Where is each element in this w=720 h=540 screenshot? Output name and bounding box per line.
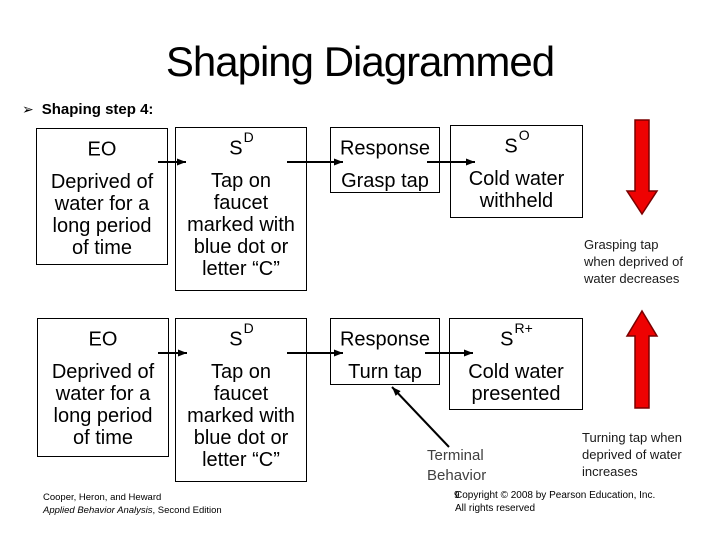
citation-book: Applied Behavior Analysis, Second Editio… (43, 504, 222, 516)
response-box-row1: Response Grasp tap (330, 127, 440, 193)
eo-box-row2: EO Deprived of water for a long period o… (37, 318, 169, 457)
box-body: Deprived of water for a long period of t… (50, 170, 154, 259)
box-header: SD (229, 320, 254, 351)
box-body: Tap on faucet marked with blue dot or le… (187, 360, 295, 471)
sd-box-row1: SD Tap on faucet marked with blue dot or… (175, 127, 307, 291)
box-header: Response (339, 137, 431, 160)
citation-authors: Cooper, Heron, and Heward (43, 492, 162, 503)
superscript: R+ (514, 320, 533, 336)
box-header: SD (229, 129, 254, 160)
superscript: O (518, 127, 530, 143)
page-title: Shaping Diagrammed (165, 38, 555, 85)
box-header: EO (88, 328, 118, 351)
box-body: Cold water presented (468, 360, 564, 405)
eo-box-row1: EO Deprived of water for a long period o… (36, 128, 168, 265)
sr-plus-box-row2: SR+ Cold water presented (449, 318, 583, 410)
box-body: Grasp tap (341, 169, 429, 192)
bullet-text: Shaping step 4: (41, 101, 154, 118)
box-body: Turn tap (348, 360, 422, 383)
footer-citation: Cooper, Heron, and Heward Applied Behavi… (43, 492, 222, 517)
superscript: D (243, 320, 254, 336)
box-header: SR+ (500, 320, 533, 351)
caption-turning-increases: Turning tap when deprived of water incre… (582, 430, 682, 479)
box-body: Deprived of water for a long period of t… (51, 360, 155, 449)
box-header: SO (504, 127, 530, 158)
so-box-row1: SO Cold water withheld (450, 125, 583, 218)
box-body: Tap on faucet marked with blue dot or le… (187, 169, 295, 280)
response-box-row2: Response Turn tap (330, 318, 440, 385)
arrow-bullet-icon: ➢ (22, 101, 34, 117)
caption-grasping-decreases: Grasping tap when deprived of water decr… (584, 237, 684, 286)
red-down-arrow-icon (625, 119, 659, 216)
slide-number: 9 (454, 490, 460, 501)
bullet-line: ➢ Shaping step 4: (22, 101, 153, 118)
rights-line: All rights reserved (455, 502, 536, 514)
superscript: D (243, 129, 254, 145)
terminal-behavior-label: Terminal Behavior (427, 447, 487, 484)
box-body: Cold water withheld (468, 167, 565, 212)
box-header: Response (339, 328, 431, 351)
terminal-behavior-arrow (391, 386, 450, 448)
sd-box-row2: SD Tap on faucet marked with blue dot or… (175, 318, 307, 482)
red-up-arrow-icon (625, 309, 659, 409)
box-header: EO (87, 138, 117, 161)
